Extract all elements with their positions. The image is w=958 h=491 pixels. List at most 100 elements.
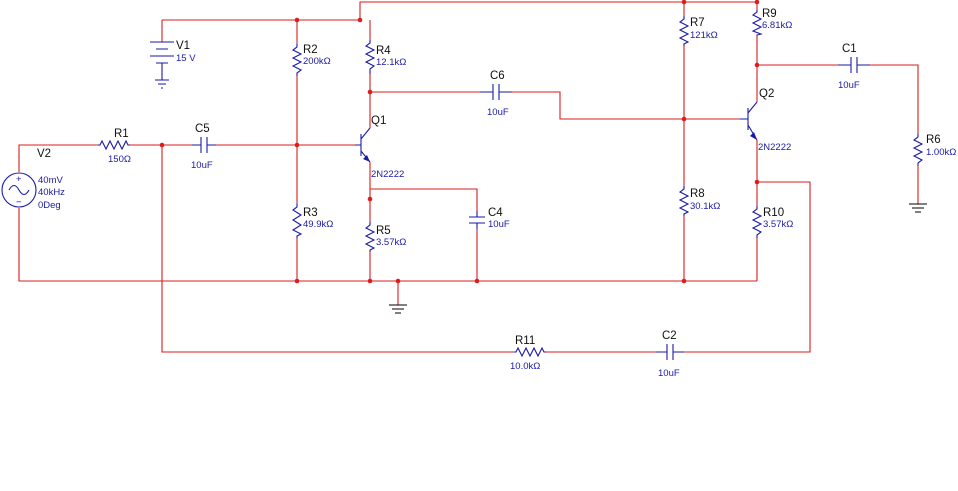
junction-dot	[159, 142, 165, 148]
resistor-r9[interactable]: R9 6.81kΩ	[751, 8, 792, 36]
junction-dot	[367, 89, 373, 95]
resistor-r8[interactable]: R8 30.1kΩ	[678, 186, 720, 216]
wire-feedback-right[interactable]	[684, 181, 811, 353]
capacitor-c4[interactable]: C4 10uF	[469, 207, 510, 230]
c2-ref-label: C2	[662, 330, 677, 342]
battery-icon	[150, 41, 174, 89]
battery-v1[interactable]: V1 15 V	[150, 40, 196, 89]
v1-value-label: 15 V	[176, 53, 196, 64]
r1-value-label: 150Ω	[108, 154, 131, 165]
c6-ref-label: C6	[490, 70, 505, 82]
resistor-r2[interactable]: R2 200kΩ	[291, 44, 331, 76]
transistor-q2[interactable]: Q2 2N2222	[740, 88, 791, 153]
q2-model-label: 2N2222	[758, 142, 791, 153]
capacitor-c2[interactable]: C2 10uF	[656, 330, 684, 379]
ground-icon	[389, 304, 407, 314]
c1-ref-label: C1	[842, 43, 857, 55]
c4-ref-label: C4	[488, 207, 503, 219]
junction-dot	[395, 278, 401, 284]
resistor-icon	[678, 186, 690, 216]
junction-dot	[754, 0, 760, 5]
r3-ref-label: R3	[303, 207, 318, 219]
capacitor-icon	[469, 211, 485, 229]
r8-value-label: 30.1kΩ	[690, 201, 720, 212]
c2-value-label: 10uF	[658, 368, 680, 379]
r9-value-label: 6.81kΩ	[762, 20, 792, 31]
junction-dot	[754, 62, 760, 68]
resistor-r1[interactable]: R1 150Ω	[98, 128, 131, 165]
r10-ref-label: R10	[763, 207, 784, 219]
wire-vcc-top[interactable]	[359, 1, 757, 20]
wire-q1e-c4[interactable]	[370, 188, 478, 211]
ac-source-v2[interactable]: + − V2 40mV 40kHz 0Deg	[1, 148, 65, 211]
r11-ref-label: R11	[515, 335, 535, 347]
capacitor-c5[interactable]: C5 10uF	[191, 123, 216, 171]
r5-ref-label: R5	[376, 225, 391, 237]
resistor-r10[interactable]: R10 3.57kΩ	[751, 206, 793, 238]
r5-value-label: 3.57kΩ	[376, 237, 406, 248]
wire-feedback-left[interactable]	[161, 145, 514, 353]
r6-value-label: 1.00kΩ	[926, 147, 956, 158]
c4-value-label: 10uF	[488, 219, 510, 230]
resistor-r11[interactable]: R11 10.0kΩ	[510, 335, 546, 372]
resistor-icon	[364, 222, 376, 252]
resistor-icon	[291, 204, 303, 238]
emitter-arrow-icon	[750, 132, 757, 140]
minus-sign-icon: −	[16, 197, 22, 208]
r1-ref-label: R1	[114, 128, 129, 140]
sine-wave-icon	[8, 184, 30, 196]
resistor-r7[interactable]: R7 121kΩ	[678, 16, 718, 46]
junction-dot	[681, 0, 687, 5]
plus-sign-icon: +	[16, 174, 22, 185]
r9-ref-label: R9	[762, 8, 777, 20]
ground-main	[389, 304, 407, 314]
r2-value-label: 200kΩ	[303, 56, 331, 67]
resistor-icon	[291, 44, 303, 76]
junction-dot	[754, 179, 760, 185]
capacitor-c1[interactable]: C1 10uF	[838, 43, 870, 91]
resistor-r6[interactable]: R6 1.00kΩ	[912, 134, 956, 166]
wire-c1-r6[interactable]	[870, 64, 919, 134]
resistor-icon	[364, 40, 376, 74]
junction-dot	[367, 278, 373, 284]
r10-value-label: 3.57kΩ	[763, 219, 793, 230]
resistor-r5[interactable]: R5 3.57kΩ	[364, 222, 406, 252]
wire-v2-top[interactable]	[18, 144, 98, 172]
junction-dot	[294, 142, 300, 148]
r7-ref-label: R7	[690, 17, 705, 29]
ac-source-icon	[1, 172, 37, 208]
v2-ref-label: V2	[37, 148, 51, 160]
r11-value-label: 10.0kΩ	[510, 361, 540, 372]
capacitor-c6[interactable]: C6 10uF	[480, 70, 512, 118]
v2-phase-label: 0Deg	[38, 200, 61, 211]
r2-ref-label: R2	[303, 44, 318, 56]
ground-icon	[909, 203, 927, 213]
capacitor-icon	[480, 84, 512, 100]
junction-dot	[294, 17, 300, 23]
npn-transistor-icon	[740, 101, 758, 141]
resistor-r4[interactable]: R4 12.1kΩ	[364, 40, 406, 74]
q2-ref-label: Q2	[759, 88, 774, 100]
wires	[18, 1, 919, 353]
junction-dot	[357, 17, 363, 23]
capacitor-icon	[192, 137, 216, 153]
wire-c6-q2base[interactable]	[512, 91, 740, 120]
transistor-q1[interactable]: Q1 2N2222	[355, 115, 404, 180]
resistor-icon	[751, 10, 763, 36]
q1-model-label: 2N2222	[371, 169, 404, 180]
capacitor-icon	[656, 344, 684, 360]
npn-transistor-icon	[355, 127, 371, 163]
junction-dot	[294, 278, 300, 284]
junction-dot	[681, 278, 687, 284]
resistor-r3[interactable]: R3 49.9kΩ	[291, 204, 333, 238]
r6-ref-label: R6	[926, 134, 941, 146]
capacitor-icon	[838, 57, 870, 73]
c1-value-label: 10uF	[838, 80, 860, 91]
wire-ground-rail[interactable]	[18, 208, 757, 282]
r4-ref-label: R4	[376, 45, 391, 57]
r3-value-label: 49.9kΩ	[303, 219, 333, 230]
junction-dot	[681, 116, 687, 122]
resistor-icon	[912, 134, 924, 166]
c5-ref-label: C5	[195, 123, 210, 135]
